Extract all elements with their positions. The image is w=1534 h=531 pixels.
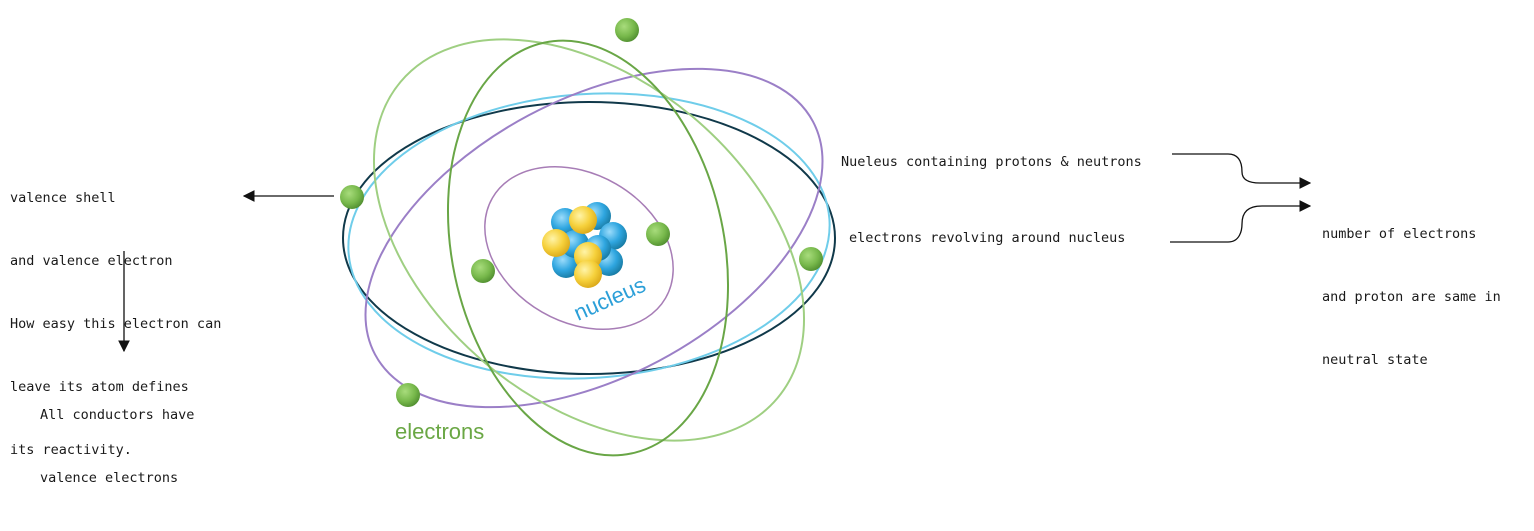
note-line: its reactivity. [10,442,132,458]
note-line: neutral state [1322,352,1428,368]
atom-diagram: nucleus electrons valence shell and vale… [10,18,1501,486]
note-line: valence shell [10,190,116,206]
nucleus [542,202,627,288]
conductors-note: All conductors have valence electrons [40,363,194,531]
note-line: valence electrons [40,470,179,486]
electron [615,18,639,42]
electrons-revolving-note: electrons revolving around nucleus [849,230,1126,246]
dark-green-orbit [446,39,730,457]
note-line: and valence electron [10,253,173,269]
note-line: number of electrons [1322,226,1477,242]
proton [542,229,570,257]
electron [471,259,495,283]
atom-diagram-svg: nucleus electrons [118,18,1312,457]
note-line: All conductors have [40,407,195,423]
electrons-label: electrons [395,419,484,444]
valence-shell-note: valence shell and valence electron How e… [10,146,221,503]
cyan-orbit [347,92,831,380]
note-line: How easy this electron can [10,316,222,332]
electrons-protons-note: number of electrons and proton are same … [1322,182,1501,413]
electron [396,383,420,407]
purple-orbit [364,67,824,409]
inner-orbit [484,165,674,331]
electron [646,222,670,246]
nucleus-contains-note: Nueleus containing protons & neutrons [841,154,1142,170]
outer-orbit [342,101,836,375]
note-line: and proton are same in [1322,289,1501,305]
proton [574,260,602,288]
nucleus-contains-arrow [1172,153,1312,189]
proton [569,206,597,234]
electron [340,185,364,209]
note-line: leave its atom defines [10,379,189,395]
electrons-revolving-arrow [1170,200,1312,243]
light-green-orbit [373,38,805,442]
electron [799,247,823,271]
